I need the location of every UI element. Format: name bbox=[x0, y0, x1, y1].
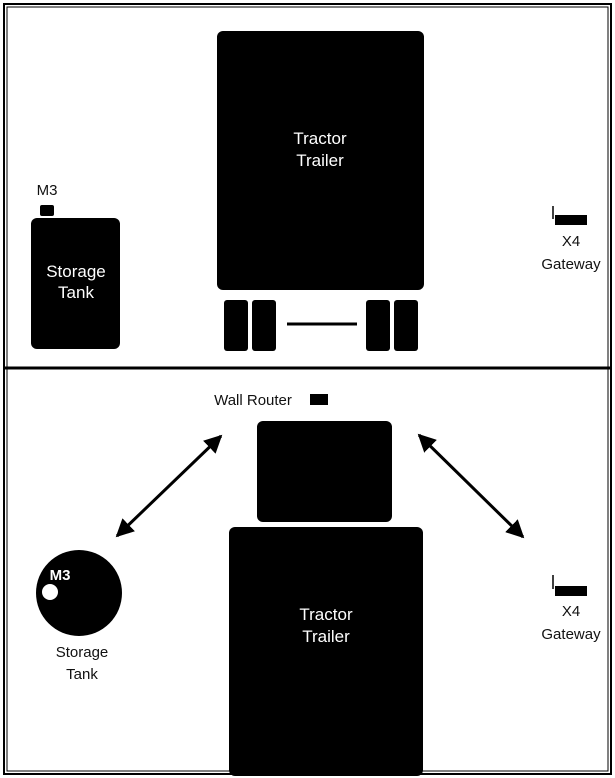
gateway-bottom-label-line2: Gateway bbox=[541, 626, 601, 643]
gateway-bottom-label-line1: X4 bbox=[562, 603, 580, 620]
sensor-m3-bottom bbox=[42, 584, 58, 600]
bottom-panel: Wall Router Tractor Trailer M3 Storage T… bbox=[36, 392, 601, 776]
gateway-top-label-line2: Gateway bbox=[541, 256, 601, 273]
gateway-top-icon bbox=[552, 206, 587, 225]
top-panel: Tractor Trailer M3 Storage Tank X4 Gatew… bbox=[31, 31, 601, 351]
tractor-trailer-bottom-label-line2: Trailer bbox=[302, 627, 350, 646]
wheel-rear-right-2 bbox=[394, 300, 418, 351]
arrow-router-to-gateway bbox=[417, 433, 525, 539]
wall-router-label: Wall Router bbox=[214, 392, 292, 409]
tractor-trailer-bottom bbox=[229, 527, 423, 776]
tractor-trailer-bottom-label-line1: Tractor bbox=[299, 605, 353, 624]
storage-tank-bottom-label-line1: Storage bbox=[56, 644, 109, 661]
storage-tank-bottom bbox=[36, 550, 122, 636]
wheel-front-left-2 bbox=[252, 300, 276, 351]
sensor-m3-top-label: M3 bbox=[37, 182, 58, 199]
tractor-trailer-top-label-line1: Tractor bbox=[293, 129, 347, 148]
storage-tank-top bbox=[31, 218, 120, 349]
wheel-front-left-1 bbox=[224, 300, 248, 351]
tractor-trailer-top bbox=[217, 31, 424, 290]
storage-tank-bottom-label-line2: Tank bbox=[66, 666, 98, 683]
wheel-rear-right-1 bbox=[366, 300, 390, 351]
wall-router-icon bbox=[310, 394, 328, 405]
arrow-router-to-tank bbox=[115, 434, 223, 538]
sensor-m3-bottom-label: M3 bbox=[50, 567, 71, 584]
gateway-top-label-line1: X4 bbox=[562, 233, 580, 250]
sensor-m3-top bbox=[40, 205, 54, 216]
tractor-cab bbox=[257, 421, 392, 522]
gateway-bottom-icon bbox=[552, 575, 587, 596]
storage-tank-top-label-line1: Storage bbox=[46, 262, 106, 281]
tractor-trailer-top-label-line2: Trailer bbox=[296, 151, 344, 170]
storage-tank-top-label-line2: Tank bbox=[58, 283, 94, 302]
